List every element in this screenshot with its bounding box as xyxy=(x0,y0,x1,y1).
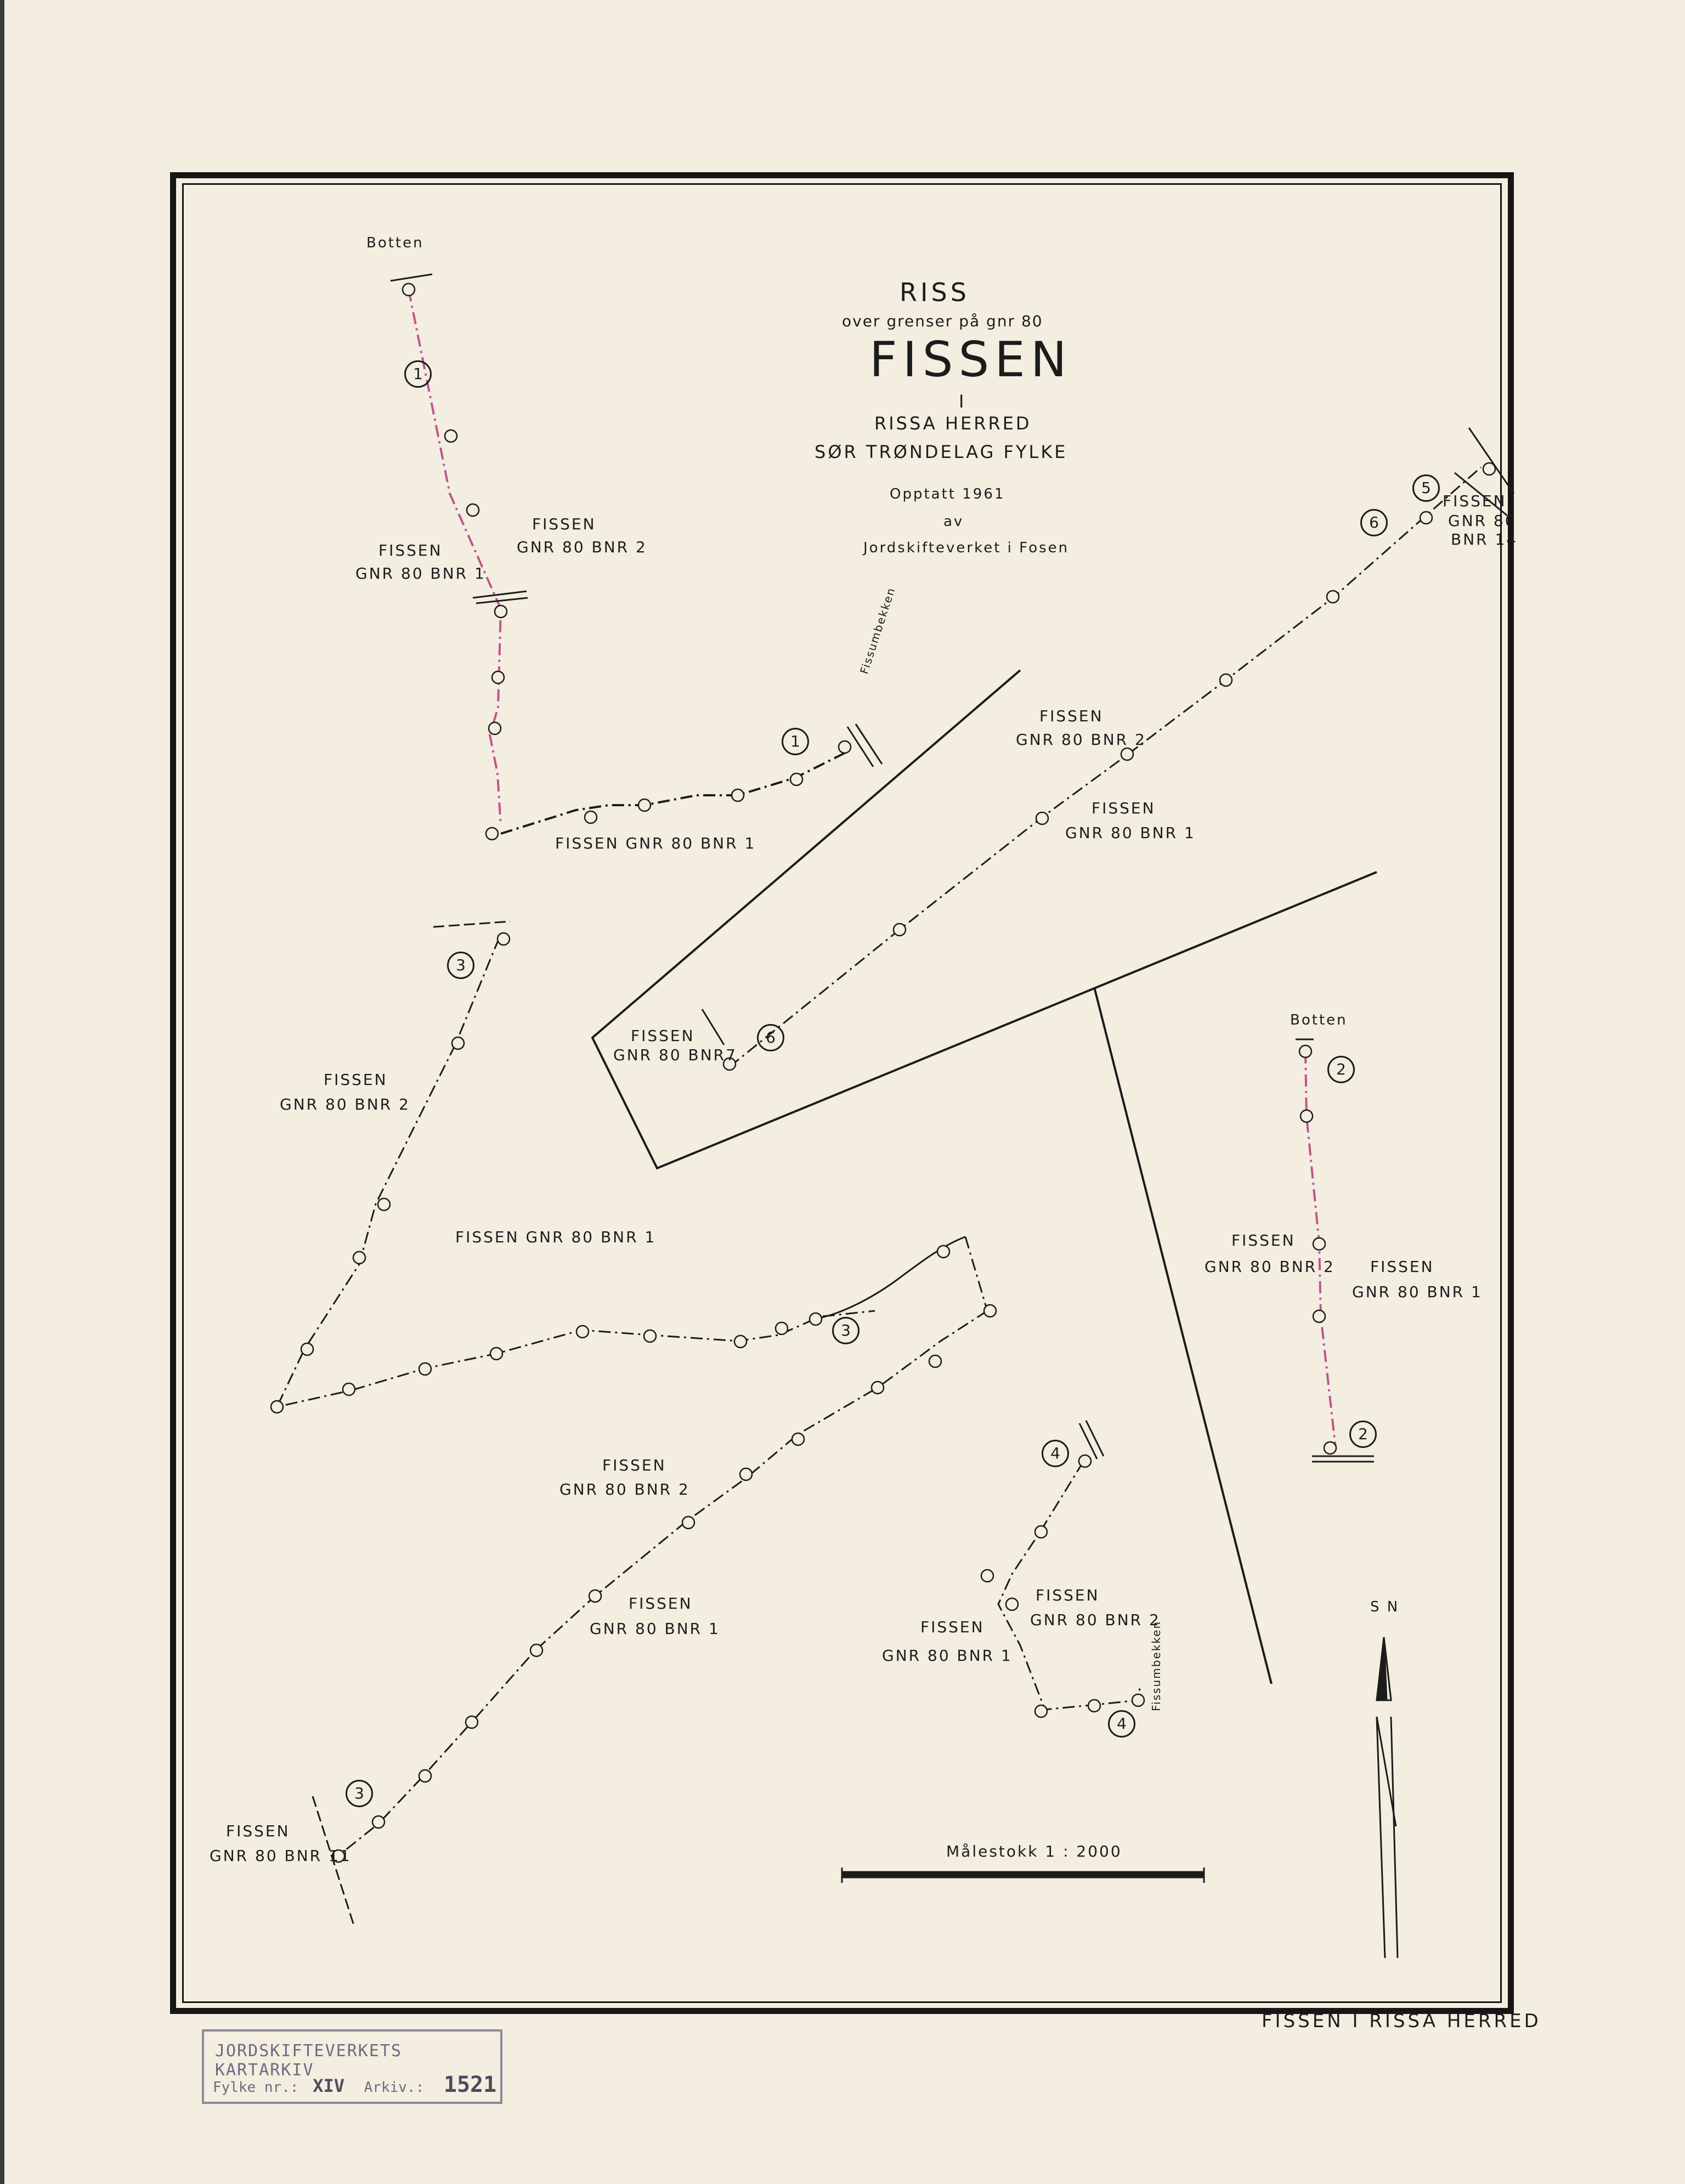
boundary-number-4: 4 xyxy=(1042,1440,1069,1467)
boundary-6 xyxy=(729,466,1482,1068)
label-fissen: FISSEN xyxy=(226,1822,290,1840)
label-bnr: BNR 14 xyxy=(1451,530,1518,548)
scale-bar xyxy=(841,1868,1205,1883)
label-botten-1: Botten xyxy=(366,235,424,251)
archive-stamp: JORDSKIFTEVERKETS KARTARKIV Fylke nr.: X… xyxy=(202,2029,502,2104)
label-gnr-bnr: GNR 80 BNR 2 xyxy=(517,538,647,556)
label-fissen: FISSEN xyxy=(378,541,443,559)
label-fissen: FISSEN xyxy=(1443,492,1507,510)
stamp-fylke-label: Fylke nr.: xyxy=(213,2079,299,2096)
boundary-number-1: 1 xyxy=(782,728,809,755)
boundary-1 xyxy=(408,289,502,826)
stamp-header: JORDSKIFTEVERKETS KARTARKIV xyxy=(215,2041,403,2080)
label-fissen: FISSEN xyxy=(602,1456,666,1474)
label-fissen-gnr-bnr: FISSEN GNR 80 BNR 1 xyxy=(455,1228,657,1246)
label-fissen: FISSEN xyxy=(1231,1231,1296,1249)
stamp-row: Fylke nr.: XIV Arkiv.: 1521 xyxy=(213,2072,496,2097)
label-fissen-gnr-bnr: FISSEN GNR 80 BNR 1 xyxy=(555,834,756,852)
boundary-1-south xyxy=(500,752,845,835)
boundary-4 xyxy=(997,1461,1141,1711)
title-fylke: SØR TRØNDELAG FYLKE xyxy=(815,442,1068,462)
label-fissen: FISSEN xyxy=(324,1071,388,1089)
boundary-number-3: 3 xyxy=(346,1780,373,1807)
stamp-fylke-value: XIV xyxy=(313,2075,344,2096)
label-fissen: FISSEN xyxy=(1092,799,1156,817)
label-stream: Fissumbekken xyxy=(1150,1620,1163,1711)
map-frame-inner xyxy=(182,183,1502,2003)
title-subtitle: over grenser på gnr 80 xyxy=(842,312,1043,330)
label-gnr-bnr: GNR 80 BNR 2 xyxy=(559,1480,690,1498)
road-outline xyxy=(591,669,1377,1170)
label-fissen: FISSEN xyxy=(1036,1586,1100,1604)
boundary-number-3: 3 xyxy=(832,1317,860,1344)
title-name: FISSEN xyxy=(869,331,1072,388)
title-av: av xyxy=(943,513,964,530)
label-fissen: FISSEN xyxy=(532,515,596,533)
label-gnr-bnr: GNR 80 BNR 2 xyxy=(1016,731,1146,749)
label-gnr: GNR 80 xyxy=(1448,512,1517,530)
stamp-arkiv-label: Arkiv.: xyxy=(364,2079,425,2096)
label-gnr-bnr: GNR 80 BNR 1 xyxy=(1352,1283,1483,1301)
stamp-arkiv-value: 1521 xyxy=(443,2072,497,2097)
boundary-number-6: 6 xyxy=(757,1024,784,1051)
north-arrow xyxy=(1376,1637,1399,1959)
scan-edge xyxy=(0,0,4,2184)
label-fissen: FISSEN xyxy=(629,1594,693,1612)
label-gnr-bnr: GNR 80 BNR 11 xyxy=(210,1847,352,1865)
label-gnr-bnr: GNR 80 BNR 1 xyxy=(882,1647,1013,1665)
label-fissen: FISSEN xyxy=(920,1618,985,1636)
title-i: I xyxy=(959,391,966,412)
survey-points xyxy=(270,282,1496,1863)
label-gnr-bnr: GNR 80 BNR 2 xyxy=(1205,1258,1335,1276)
footer-caption: FISSEN I RISSA HERRED xyxy=(1262,2010,1541,2032)
title-opptatt: Opptatt 1961 xyxy=(890,486,1005,502)
label-gnr-bnr: GNR 80 BNR 2 xyxy=(280,1095,410,1113)
boundary-number-3: 3 xyxy=(447,952,474,979)
end-marks xyxy=(312,273,1515,1926)
label-gnr-bnr: GNR 80 BNR7 xyxy=(613,1046,737,1064)
scale-label: Målestokk 1 : 2000 xyxy=(946,1842,1122,1860)
label-botten-2: Botten xyxy=(1290,1012,1348,1028)
boundary-number-5: 5 xyxy=(1412,474,1440,502)
boundary-number-4: 4 xyxy=(1108,1710,1135,1738)
boundary-number-2: 2 xyxy=(1349,1421,1377,1448)
label-fissen: FISSEN xyxy=(631,1027,695,1045)
label-gnr-bnr: GNR 80 BNR 1 xyxy=(1065,824,1196,842)
title-herred: RISSA HERRED xyxy=(874,413,1032,434)
label-gnr-bnr: GNR 80 BNR 2 xyxy=(1030,1611,1161,1629)
label-fissen: FISSEN xyxy=(1039,707,1104,725)
boundary-number-6: 6 xyxy=(1360,509,1388,536)
label-fissen: FISSEN xyxy=(1370,1258,1434,1276)
compass-label: S N xyxy=(1370,1599,1400,1615)
road-branch xyxy=(1093,987,1273,1684)
label-gnr-bnr: GNR 80 BNR 1 xyxy=(355,564,486,582)
title-by: Jordskifteverket i Fosen xyxy=(863,540,1070,556)
boundary-number-1: 1 xyxy=(404,360,432,388)
boundary-number-2: 2 xyxy=(1327,1056,1355,1083)
label-gnr-bnr: GNR 80 BNR 1 xyxy=(590,1620,720,1638)
title-riss: RISS xyxy=(900,278,970,307)
map-frame-outer xyxy=(170,172,1514,2014)
